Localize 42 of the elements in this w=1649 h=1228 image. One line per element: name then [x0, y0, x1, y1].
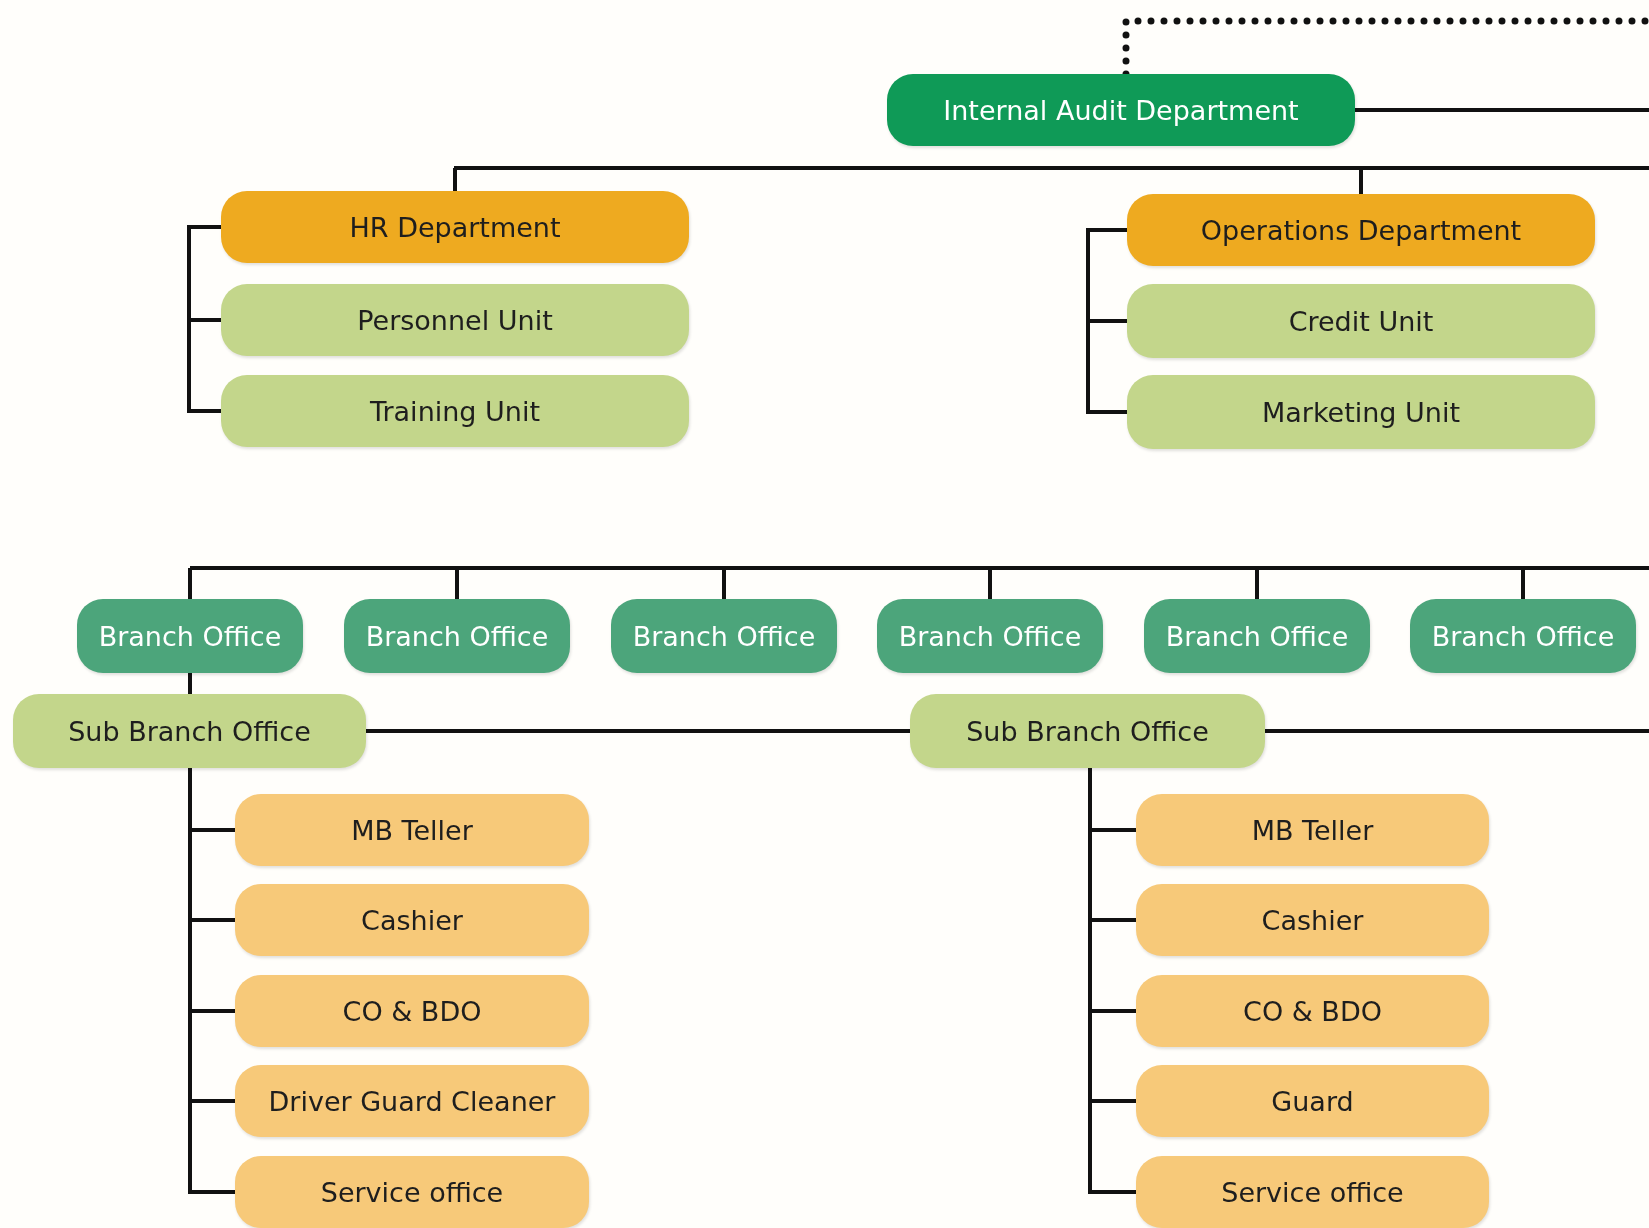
connector-line: [453, 168, 457, 191]
unit-box: Marketing Unit: [1127, 375, 1595, 449]
branch-box: Branch Office: [344, 599, 570, 673]
sub-branch-box: Sub Branch Office: [13, 694, 366, 768]
connector-line: [1521, 568, 1525, 599]
connector-line: [187, 225, 221, 413]
connector-line: [188, 768, 235, 1194]
sub-branch-box: Sub Branch Office: [910, 694, 1265, 768]
role-box: Cashier: [235, 884, 589, 956]
connector-line: [722, 568, 726, 599]
department-box: Operations Department: [1127, 194, 1595, 266]
role-box: Driver Guard Cleaner: [235, 1065, 589, 1137]
branch-box: Branch Office: [611, 599, 837, 673]
connector-line: [455, 568, 459, 599]
connector-line: [1255, 568, 1259, 599]
unit-box: Personnel Unit: [221, 284, 689, 356]
branch-box: Branch Office: [1410, 599, 1636, 673]
role-box: Service office: [235, 1156, 589, 1228]
connector-line: [1088, 768, 1136, 1194]
connector-line: [988, 568, 992, 599]
unit-box: Credit Unit: [1127, 284, 1595, 358]
connector-line: [366, 729, 910, 733]
connector-line: [188, 673, 192, 694]
role-box: MB Teller: [1136, 794, 1489, 866]
role-box: MB Teller: [235, 794, 589, 866]
branch-box: Branch Office: [877, 599, 1103, 673]
department-box: HR Department: [221, 191, 689, 263]
unit-box: Training Unit: [221, 375, 689, 447]
connector-line: [1359, 168, 1363, 194]
role-box: Cashier: [1136, 884, 1489, 956]
role-box: CO & BDO: [1136, 975, 1489, 1047]
connector-line: [1265, 729, 1649, 733]
role-box: CO & BDO: [235, 975, 589, 1047]
connector-line: [1355, 108, 1649, 112]
role-box: Service office: [1136, 1156, 1489, 1228]
connector-line: [188, 568, 192, 599]
branch-box: Branch Office: [1144, 599, 1370, 673]
connector-line: [190, 566, 1649, 570]
branch-box: Branch Office: [77, 599, 303, 673]
role-box: Guard: [1136, 1065, 1489, 1137]
department-box: Internal Audit Department: [887, 74, 1355, 146]
connector-line: [454, 166, 1649, 170]
